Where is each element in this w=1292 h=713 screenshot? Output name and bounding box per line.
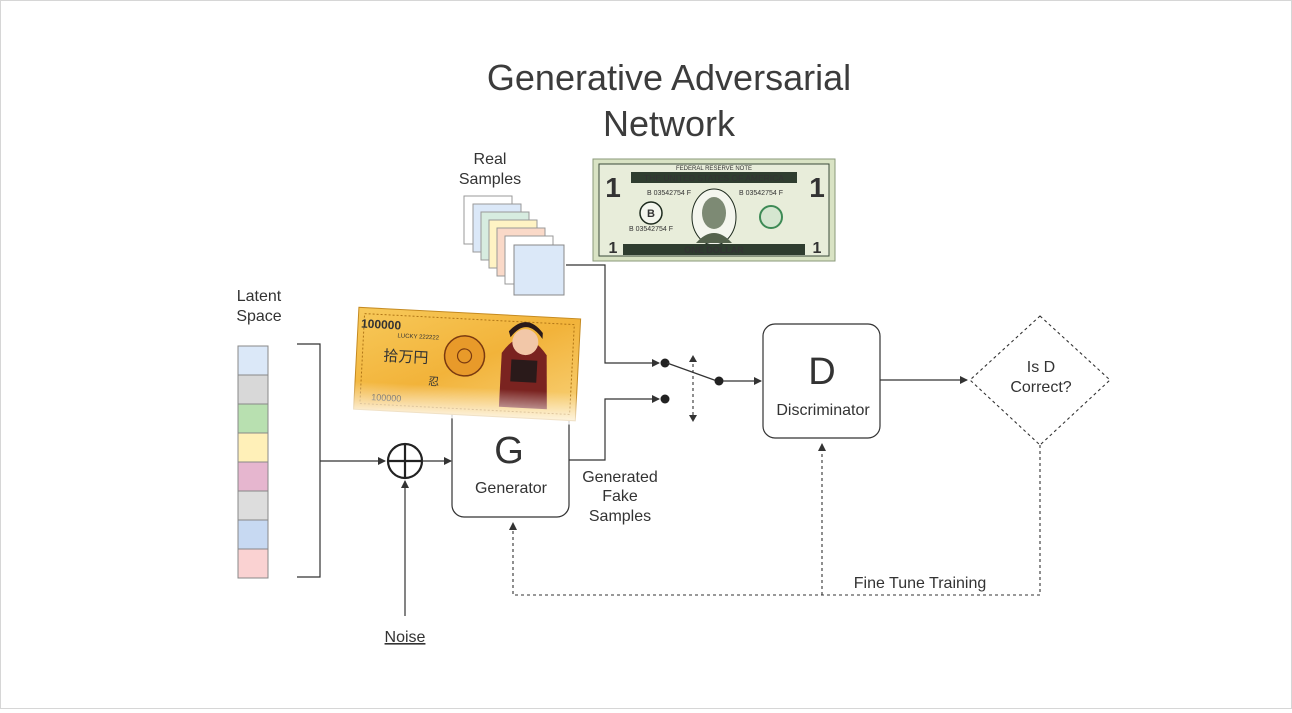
fine-tune-label: Fine Tune Training (854, 575, 987, 592)
fake-note-amount: 100000 (361, 316, 402, 332)
bill-denomination-left: 1 (605, 172, 621, 203)
bill-serial-top-right: B 03542754 F (739, 190, 783, 197)
latent-cell (237, 345, 269, 376)
bill-banner: THE UNITED STATES OF AMERICA (644, 173, 784, 183)
generator-letter: G (494, 430, 524, 472)
generated-label-line1: Generated (582, 469, 658, 486)
latent-bracket (297, 343, 321, 578)
real-samples-label-line2: Samples (459, 171, 521, 188)
bill-denomination-bottom-right: 1 (813, 240, 822, 257)
latent-cell (237, 403, 269, 434)
noise-label: Noise (385, 629, 426, 646)
sum-node-icon (386, 442, 424, 480)
bill-seal-letter: B (647, 208, 655, 220)
switch-pivot (714, 376, 724, 386)
switch-lever (666, 362, 718, 382)
latent-cell (237, 374, 269, 405)
discriminator-block: D Discriminator (762, 323, 881, 439)
fake-note-top-text: LUCKY 222222 (397, 333, 440, 341)
dollar-bill-image: FEDERAL RESERVE NOTE THE UNITED STATES O… (592, 158, 836, 262)
fake-note-emblem: 忍 (428, 376, 440, 389)
switch-toggle-icon (689, 355, 697, 422)
latent-space-label-line2: Space (236, 308, 281, 325)
decision-label-line1: Is D (1027, 359, 1055, 376)
real-samples-path (566, 264, 660, 367)
latent-cell (237, 519, 269, 550)
bill-header: FEDERAL RESERVE NOTE (676, 166, 752, 172)
discriminator-letter: D (808, 351, 835, 393)
diagram-title-line1: Generative Adversarial (487, 57, 851, 98)
generator-block: G Generator (451, 402, 570, 518)
decision-diamond: Is D Correct? (969, 315, 1111, 446)
fake-note-kanji: 拾万円 (383, 348, 429, 367)
decision-label-line2: Correct? (1010, 379, 1071, 396)
fake-samples-path (569, 395, 660, 461)
bill-denomination-bottom-left: 1 (609, 240, 618, 257)
fake-banknote-image: 100000 LUCKY 222222 拾万円 忍 100000 (350, 306, 582, 425)
latent-cell (237, 432, 269, 463)
latent-space-label-line1: Latent (237, 288, 282, 305)
switch-contact-real (660, 358, 670, 368)
real-samples-stack (463, 195, 565, 296)
bill-serial-top: B 03542754 F (647, 190, 691, 197)
latent-cell (237, 461, 269, 492)
latent-cell (237, 548, 269, 579)
discriminator-label: Discriminator (776, 402, 870, 419)
bill-serial-bottom: B 03542754 F (629, 226, 673, 233)
bill-footer: ONE DOLLAR (684, 245, 744, 255)
latent-cell (237, 490, 269, 521)
generated-label-line2: Fake (602, 488, 638, 505)
fine-tune-feedback-path (509, 445, 1041, 596)
bill-denomination-right: 1 (809, 172, 825, 203)
latent-space-vector (237, 345, 269, 579)
generated-label-line3: Samples (589, 508, 651, 525)
real-samples-label-line1: Real (474, 151, 507, 168)
diagram-title-line2: Network (603, 103, 736, 144)
switch-contact-fake (660, 394, 670, 404)
generator-label: Generator (475, 480, 548, 497)
